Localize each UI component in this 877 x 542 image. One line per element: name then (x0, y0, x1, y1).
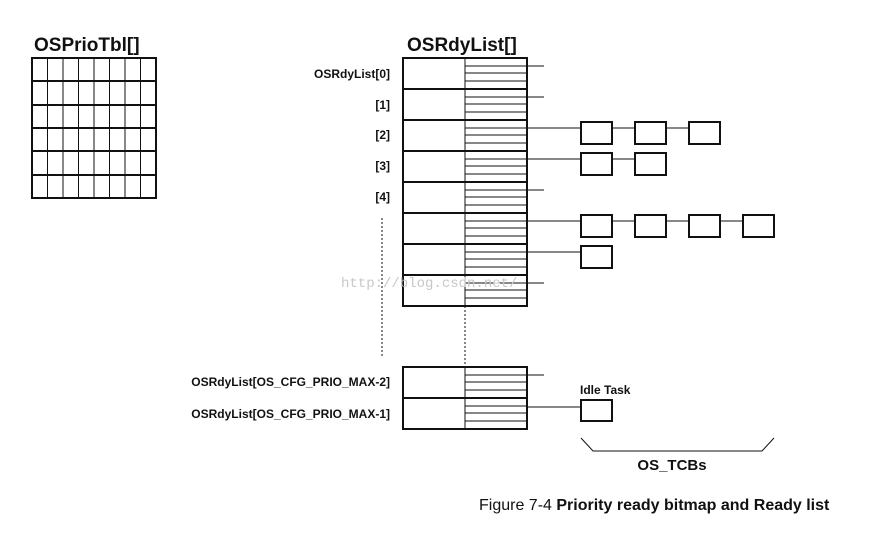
ready-list-title: OSRdyList[] (407, 35, 517, 56)
tcbs-label: OS_TCBs (637, 457, 706, 474)
ready-list-labels: OSRdyList[0] [1] [2] [3] [4] OSRdyList[O… (191, 67, 390, 421)
tcb-box (634, 121, 667, 145)
ready-list-label-max-1: OSRdyList[OS_CFG_PRIO_MAX-1] (191, 407, 390, 421)
ready-list-label-4: [4] (375, 190, 390, 204)
tcb-box (580, 245, 613, 269)
tcb-box (580, 152, 613, 176)
tcb-chains (527, 65, 775, 376)
idle-task-tcb (580, 399, 613, 422)
tcb-box (634, 152, 667, 176)
tcb-box (742, 214, 775, 238)
continuation-lines (381, 218, 466, 367)
prio-table-title: OSPrioTbl[] (34, 35, 140, 56)
ready-list-label-max-2: OSRdyList[OS_CFG_PRIO_MAX-2] (191, 375, 390, 389)
figure-caption: Figure 7-4 Priority ready bitmap and Rea… (479, 497, 829, 515)
ready-list-label-1: [1] (375, 98, 390, 112)
tcb-box (688, 214, 721, 238)
caption-prefix: Figure 7-4 (479, 497, 552, 514)
tcb-box (580, 214, 613, 238)
tcb-box (688, 121, 721, 145)
caption-title: Priority ready bitmap and Ready list (556, 497, 830, 514)
idle-task: Idle Task (527, 383, 631, 422)
ready-list-label-2: [2] (375, 128, 390, 142)
tcbs-brace: OS_TCBs (580, 437, 775, 474)
ready-list-label-0: OSRdyList[0] (314, 67, 390, 81)
tcb-box (634, 214, 667, 238)
ready-list-label-3: [3] (375, 159, 390, 173)
watermark: http://blog.csdn.net/ (341, 276, 517, 292)
ready-list-rows (402, 57, 528, 307)
idle-task-label: Idle Task (580, 383, 631, 397)
ready-list-bottom-rows (402, 366, 528, 430)
tcb-box (580, 121, 613, 145)
prio-table-grid (31, 57, 157, 199)
